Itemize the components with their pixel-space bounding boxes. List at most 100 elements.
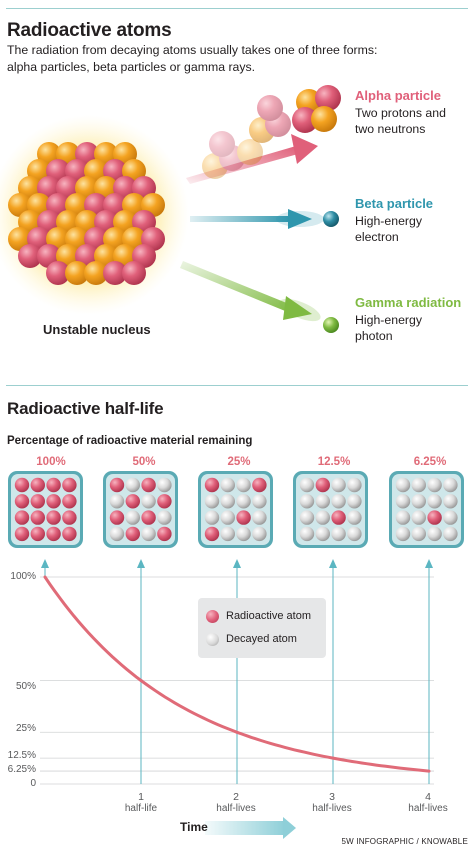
beta-arrow xyxy=(190,209,324,229)
data-point xyxy=(235,730,239,734)
electron xyxy=(323,211,339,227)
beta-desc-2: electron xyxy=(355,230,399,244)
x-tick-label-2: half-lives xyxy=(216,803,256,814)
alpha-blur-2 xyxy=(249,95,291,143)
x-tick-3: 3 xyxy=(329,791,335,803)
nucleon xyxy=(65,261,89,285)
decayed-atom xyxy=(220,477,235,493)
radioactive-atom xyxy=(14,477,30,493)
data-point xyxy=(331,756,335,760)
intro-line-2: alpha particles, beta particles or gamma… xyxy=(7,60,256,74)
decayed-atom xyxy=(299,477,315,493)
timeline-arrowhead xyxy=(233,559,241,568)
chart-title: Percentage of radioactive material remai… xyxy=(7,435,253,447)
photon xyxy=(323,317,339,333)
atom-box-inner xyxy=(392,474,461,545)
x-tick-1: 1 xyxy=(138,791,144,803)
decayed-atom xyxy=(347,477,362,493)
decayed-atom xyxy=(347,494,362,509)
decayed-atom xyxy=(347,510,362,525)
decayed-atom xyxy=(236,477,251,493)
decayed-atom xyxy=(395,477,411,493)
decayed-atom xyxy=(252,510,267,525)
radioactive-atom xyxy=(204,526,220,542)
alpha-particle xyxy=(292,85,341,133)
decayed-atom xyxy=(443,526,458,542)
gamma-arrow xyxy=(180,261,321,322)
decayed-atom xyxy=(252,494,267,509)
nucleon xyxy=(84,261,108,285)
radioactive-atom xyxy=(46,477,61,493)
decayed-atom xyxy=(411,494,426,509)
decayed-atom xyxy=(109,526,125,542)
decayed-atom xyxy=(315,494,330,509)
pct-label-3: 12.5% xyxy=(317,456,351,468)
timeline-arrowhead xyxy=(329,559,337,568)
decayed-atom xyxy=(411,526,426,542)
decayed-atom xyxy=(411,477,426,493)
decayed-atom xyxy=(427,526,442,542)
alpha-title: Alpha particle xyxy=(355,88,441,103)
pct-label-2: 25% xyxy=(227,456,251,468)
time-label: Time xyxy=(180,820,208,834)
data-point xyxy=(43,575,47,579)
y-tick-label-25: 25% xyxy=(15,723,36,734)
decayed-atom xyxy=(395,510,411,525)
radioactive-atom xyxy=(141,477,156,493)
radioactive-atom-icon xyxy=(206,609,219,623)
decayed-atom xyxy=(125,510,140,525)
decayed-atom xyxy=(443,477,458,493)
decayed-atom xyxy=(395,494,411,509)
beta-desc-1: High-energy xyxy=(355,214,422,228)
radioactive-atom xyxy=(252,477,267,493)
radioactive-atom xyxy=(315,477,330,493)
nucleon xyxy=(122,261,146,285)
radiation-illustration xyxy=(0,85,341,333)
legend-decayed: Decayed atom xyxy=(206,631,297,647)
radioactive-atom xyxy=(30,526,45,542)
decayed-atom xyxy=(315,510,330,525)
decayed-atom xyxy=(315,526,330,542)
decayed-atom-icon xyxy=(206,632,219,646)
radioactive-atom xyxy=(109,477,125,493)
x-tick-label-4: half-lives xyxy=(408,803,448,814)
alpha-desc-1: Two protons and xyxy=(355,106,446,120)
decayed-atom xyxy=(109,494,125,509)
radioactive-atom xyxy=(109,510,125,525)
decayed-atom xyxy=(331,494,346,509)
pct-label-4: 6.25% xyxy=(413,456,447,468)
decayed-atom xyxy=(299,494,315,509)
radioactive-atom xyxy=(157,494,172,509)
radioactive-atom xyxy=(62,510,77,525)
decayed-atom xyxy=(252,526,267,542)
timeline-arrowhead xyxy=(41,559,49,568)
gamma-title: Gamma radiation xyxy=(355,295,462,310)
y-tick-label-0: 0 xyxy=(30,778,36,789)
decayed-atom xyxy=(443,494,458,509)
radioactive-atom xyxy=(62,494,77,509)
gamma-desc-1: High-energy xyxy=(355,313,422,327)
time-arrow xyxy=(205,817,296,839)
decayed-atom xyxy=(220,494,235,509)
decayed-atom xyxy=(411,510,426,525)
radioactive-atom xyxy=(46,526,61,542)
radioactive-atom xyxy=(157,526,172,542)
atom-box-inner xyxy=(106,474,175,545)
radioactive-atom xyxy=(14,526,30,542)
beta-title: Beta particle xyxy=(355,196,434,211)
pct-label-0: 100% xyxy=(36,456,66,468)
x-tick-label-3: half-lives xyxy=(312,803,352,814)
y-tick-label-6-25: 6.25% xyxy=(7,764,36,775)
decayed-atom xyxy=(157,477,172,493)
credit: 5W INFOGRAPHIC / KNOWABLE xyxy=(341,837,468,846)
data-point xyxy=(427,769,431,773)
radioactive-atom xyxy=(30,477,45,493)
radioactive-atom xyxy=(236,510,251,525)
radioactive-atom xyxy=(30,510,45,525)
decayed-atom xyxy=(141,526,156,542)
y-tick-label-100: 100% xyxy=(10,571,36,582)
decayed-atom xyxy=(157,510,172,525)
radioactive-atom xyxy=(62,477,77,493)
data-point xyxy=(139,679,143,682)
y-tick-label-50: 50% xyxy=(15,681,36,692)
